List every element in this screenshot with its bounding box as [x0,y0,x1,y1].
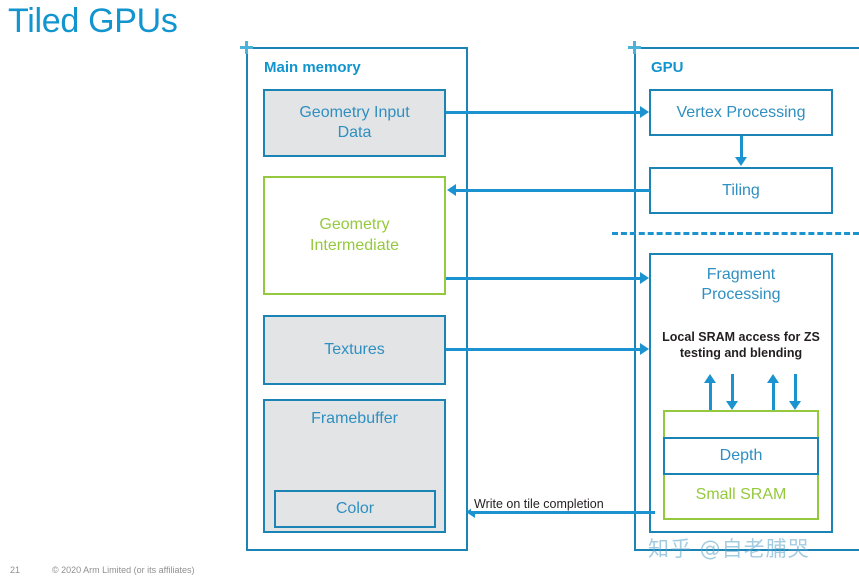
block-geometry-input-data-label: Geometry Input Data [299,104,410,141]
connector-vertex-to-tiling [740,136,743,158]
main-memory-label: Main memory [264,59,361,76]
gpu-phase-separator [612,232,859,235]
sram-arrow-up-1-icon [704,374,716,383]
sram-arrow-down-2-icon [789,401,801,410]
zhihu-watermark: 知乎 @自老脯哭 [648,537,810,561]
block-depth-label: Depth [719,447,763,464]
block-vertex-processing-label: Vertex Processing [676,103,806,121]
sram-arrow-up-1-line [709,382,712,410]
connector-sram-to-color [475,511,655,514]
sram-arrow-down-1-icon [726,401,738,410]
block-depth[interactable]: Depth [663,437,819,475]
connector-tiling-to-geometry-intermediate-arrow-icon [447,184,456,196]
local-sram-access-note: Local SRAM access for ZS testing and ble… [662,330,820,360]
connector-geometry-input-to-vertex-arrow-icon [640,106,649,118]
sram-arrow-down-2-line [794,374,797,402]
connector-sram-to-color-arrow-icon [466,506,475,518]
connector-textures-to-fragment-arrow-icon [640,343,649,355]
block-vertex-processing[interactable]: Vertex Processing [649,89,833,136]
slide-number: 21 [10,565,21,575]
sram-arrow-up-2-icon [767,374,779,383]
block-color-label: Color [335,500,375,517]
block-geometry-intermediate-label: Geometry Intermediate [310,215,399,254]
block-geometry-input-data[interactable]: Geometry Input Data [263,89,446,157]
connector-textures-to-fragment [446,348,640,351]
block-textures[interactable]: Textures [263,315,446,385]
block-tiling[interactable]: Tiling [649,167,833,214]
write-on-tile-completion-label: Write on tile completion [471,497,607,511]
gpu-corner-marker-icon [628,41,641,54]
block-fragment-processing-label: Fragment Processing [701,266,781,303]
connector-geometry-input-to-vertex [446,111,640,114]
connector-tiling-to-geometry-intermediate [456,189,650,192]
block-framebuffer-label: Framebuffer [311,410,398,427]
block-tiling-label: Tiling [722,181,760,199]
connector-vertex-to-tiling-arrow-icon [735,157,747,166]
sram-arrow-down-1-line [731,374,734,402]
block-small-sram-label: Small SRAM [695,486,787,504]
connector-geometry-intermediate-to-fragment-arrow-icon [640,272,649,284]
gpu-label: GPU [651,59,684,76]
block-textures-label: Textures [324,341,385,358]
main-memory-corner-marker-icon [240,41,253,54]
copyright-notice: © 2020 Arm Limited (or its affiliates) [52,565,195,575]
block-color[interactable]: Color [274,490,436,528]
block-geometry-intermediate[interactable]: Geometry Intermediate [263,176,446,295]
connector-geometry-intermediate-to-fragment [446,277,640,280]
sram-arrow-up-2-line [772,382,775,410]
page-title: Tiled GPUs [8,2,178,40]
